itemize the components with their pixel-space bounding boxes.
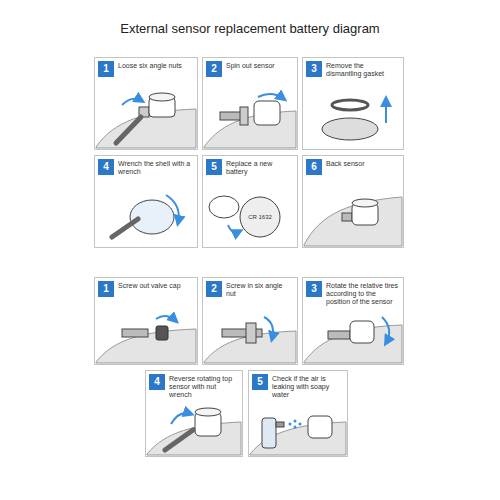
turn-arrow bbox=[382, 317, 389, 343]
step-panel: 2 Spin out sensor bbox=[202, 57, 298, 150]
turn-arrow bbox=[122, 99, 142, 105]
hex-nut bbox=[240, 107, 248, 125]
step-label: Replace a new battery bbox=[226, 160, 294, 176]
step-panel: 5Replace a new battery bbox=[202, 155, 298, 248]
step-number: 1 bbox=[98, 61, 114, 77]
step-number: 3 bbox=[306, 61, 322, 77]
water-drop bbox=[294, 420, 297, 423]
valve-cap bbox=[156, 326, 168, 340]
wrench bbox=[116, 117, 141, 143]
step-panel: 2Screw in six angle nut bbox=[202, 277, 298, 365]
turn-arrow bbox=[156, 316, 176, 321]
tire bbox=[204, 111, 296, 148]
sensor-top bbox=[195, 408, 221, 416]
spray-nozzle bbox=[276, 422, 284, 427]
step-illustration bbox=[304, 317, 402, 363]
turn-arrow bbox=[171, 413, 191, 424]
wrench bbox=[112, 219, 138, 237]
turn-arrow bbox=[166, 195, 179, 223]
water-drop bbox=[299, 423, 302, 426]
sensor-base bbox=[322, 118, 378, 140]
tire bbox=[96, 329, 196, 363]
step-panel: 1 Loose six angle nuts bbox=[94, 57, 198, 150]
step-illustration bbox=[147, 408, 241, 455]
step-illustration bbox=[112, 195, 179, 237]
step-panel: 4Reverse rotating top sensor with nut wr… bbox=[145, 370, 243, 457]
gasket bbox=[332, 100, 368, 110]
tire bbox=[147, 422, 241, 455]
hex-nut bbox=[246, 323, 256, 343]
step-label: Screw in six angle nut bbox=[226, 282, 294, 298]
step-panel: 4Wrench the shell with a wrench bbox=[94, 155, 198, 248]
step-number: 3 bbox=[306, 281, 322, 297]
step-label: Reverse rotating top sensor with nut wre… bbox=[169, 375, 239, 399]
step-panel: 6 Back sensor bbox=[302, 155, 404, 248]
step-number: 5 bbox=[252, 374, 268, 390]
step-number: 4 bbox=[149, 374, 165, 390]
lift-arrow bbox=[385, 99, 387, 123]
turn-arrow bbox=[264, 317, 273, 339]
turn-arrow bbox=[258, 94, 284, 99]
valve-stem bbox=[328, 331, 350, 339]
step-illustration bbox=[322, 99, 386, 140]
step-panel: 1 Screw out valve cap bbox=[94, 277, 198, 365]
swap-arrow bbox=[228, 225, 240, 232]
step-number: 5 bbox=[206, 159, 222, 175]
step-label: Wrench the shell with a wrench bbox=[118, 160, 194, 176]
valve-stem bbox=[220, 112, 242, 120]
coin-battery bbox=[240, 197, 280, 237]
step-number: 4 bbox=[98, 159, 114, 175]
step-label: Remove the dismantling gasket bbox=[326, 62, 400, 78]
water-drop bbox=[289, 423, 292, 426]
step-number: 2 bbox=[206, 281, 222, 297]
step-number: 6 bbox=[306, 159, 322, 175]
step-label: Rotate the relative tires according to t… bbox=[326, 282, 400, 306]
step-label: Loose six angle nuts bbox=[118, 62, 194, 70]
valve-stem bbox=[122, 329, 148, 337]
sensor bbox=[350, 321, 374, 343]
step-illustration bbox=[96, 316, 196, 363]
sensor-top bbox=[352, 199, 378, 207]
diagram-title: External sensor replacement battery diag… bbox=[0, 21, 500, 36]
step-label: Back sensor bbox=[326, 160, 400, 168]
wrench bbox=[165, 430, 193, 450]
step-panel: 5Check if the air is leaking with soapy … bbox=[248, 370, 348, 457]
sensor bbox=[308, 416, 332, 438]
spray-bottle bbox=[262, 418, 276, 448]
step-label: Screw out valve cap bbox=[118, 282, 194, 290]
step-label: Spin out sensor bbox=[226, 62, 294, 70]
step-illustration bbox=[250, 416, 346, 455]
step-illustration bbox=[204, 317, 296, 363]
step-number: 1 bbox=[98, 281, 114, 297]
sensor bbox=[254, 101, 280, 125]
tire bbox=[304, 197, 402, 246]
step-label: Check if the air is leaking with soapy w… bbox=[272, 375, 344, 399]
step-illustration bbox=[96, 93, 196, 148]
step-number: 2 bbox=[206, 61, 222, 77]
step-illustration bbox=[204, 94, 296, 148]
step-panel: 3Rotate the relative tires according to … bbox=[302, 277, 404, 365]
step-illustration bbox=[209, 196, 280, 237]
step-illustration bbox=[304, 197, 402, 246]
sensor-shell bbox=[209, 196, 239, 218]
sensor-top bbox=[149, 93, 175, 101]
battery-marking: CR 1632 bbox=[248, 214, 272, 221]
step-panel: 3Remove the dismantling gasket bbox=[302, 57, 404, 150]
water-drop bbox=[294, 426, 297, 429]
valve-stem bbox=[342, 213, 352, 221]
